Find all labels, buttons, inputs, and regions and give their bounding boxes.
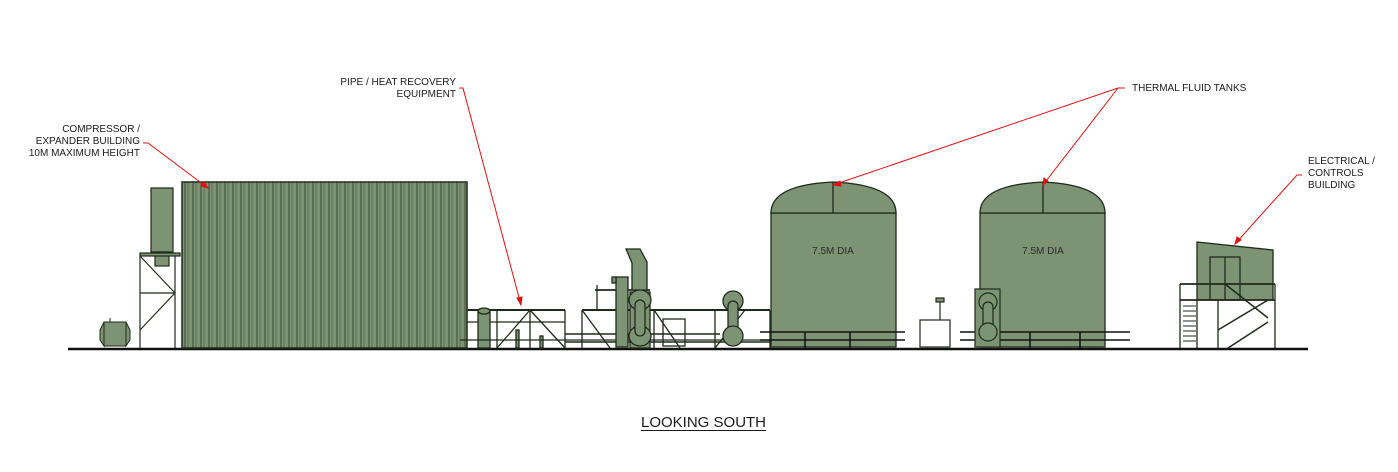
dust-collector <box>139 187 181 348</box>
callout-thermal-fluid-tanks: THERMAL FLUID TANKS <box>1132 83 1247 94</box>
view-title: LOOKING SOUTH <box>641 414 767 431</box>
thermal-fluid-tank-1: 7.5M DIA <box>770 181 897 348</box>
callout-pipe-heat-recovery: PIPE / HEAT RECOVERY EQUIPMENT <box>340 77 456 100</box>
callout-compressor-building: COMPRESSOR / EXPANDER BUILDING 10M MAXIM… <box>28 124 140 159</box>
fan-unit <box>99 318 131 348</box>
heat-recovery-equipment <box>460 248 771 349</box>
callout-electrical-controls-building: ELECTRICAL / CONTROLS BUILDING <box>1308 156 1375 191</box>
tank-1-diameter-label: 7.5M DIA <box>812 246 854 257</box>
pump-skid <box>919 288 1001 348</box>
tank-2-diameter-label: 7.5M DIA <box>1022 246 1064 257</box>
compressor-building <box>181 181 468 349</box>
thermal-fluid-tank-2: 7.5M DIA <box>979 181 1106 348</box>
leader-lines <box>143 87 1302 307</box>
electrical-controls-building <box>1179 241 1276 349</box>
